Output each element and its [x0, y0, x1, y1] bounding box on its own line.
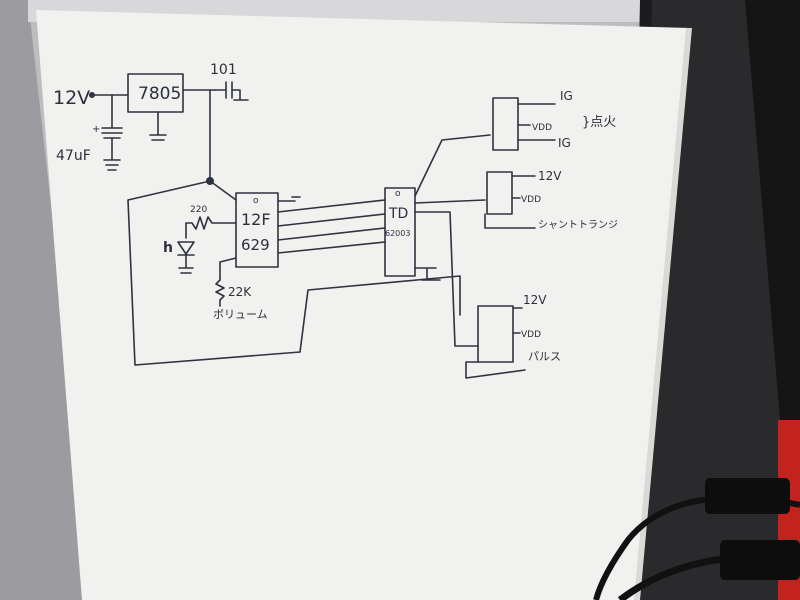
- regulator-label: 7805: [138, 84, 181, 104]
- bus-line-3: [277, 227, 386, 241]
- pulse-relay-output-wire: [465, 361, 526, 379]
- driver-label-line1: TD: [388, 206, 408, 222]
- pot-resistor-label: 22K: [228, 285, 252, 299]
- mcu-pin1-mark: o: [253, 196, 259, 206]
- pulse-relay-output-label: パルス: [528, 350, 561, 363]
- ig-vdd-label: VDD: [532, 123, 552, 133]
- driver-out-1: [414, 134, 491, 197]
- ig-label-bottom: IG: [558, 136, 571, 150]
- connector-lower: [720, 540, 800, 580]
- cap-label: 47uF: [56, 148, 91, 164]
- vdd-to-mcu: [209, 180, 237, 201]
- supply-label: 12V: [53, 87, 90, 109]
- pot-resistor: [215, 279, 225, 307]
- driver-label-line2: 62003: [385, 229, 410, 238]
- driver-out-2: [414, 199, 486, 204]
- paper-shadow-edge: [634, 28, 692, 600]
- led-resistor-label: 220: [190, 205, 207, 215]
- paper-sheet: [36, 10, 690, 600]
- led-resistor: [185, 216, 237, 239]
- mcu-ground: [277, 196, 301, 202]
- pot-label: ボリューム: [213, 308, 268, 321]
- pulse-relay-12v-label: 12V: [523, 293, 547, 307]
- led-symbol: [177, 241, 195, 274]
- bus-line-4: [277, 241, 386, 254]
- monitor-screen-edge: [745, 0, 800, 420]
- pulse-relay-vdd-label: VDD: [521, 330, 541, 340]
- bus-line-1: [277, 199, 386, 213]
- feedback-loop: [127, 180, 461, 366]
- shunt-relay: [486, 171, 513, 215]
- bypass-cap-label: 101: [210, 62, 237, 78]
- shunt-relay-output-label: シャントトランジ: [538, 219, 618, 231]
- regulator-ground: [149, 111, 167, 141]
- mcu-12f629: [235, 192, 279, 268]
- driver-pin1-mark: o: [395, 189, 401, 199]
- schematic: 12V + 47uF 7805 101 220 h o 12F 629: [53, 62, 618, 379]
- shunt-relay-vdd-label: VDD: [521, 195, 541, 205]
- mcu-label-line2: 629: [241, 236, 270, 254]
- connector-upper: [705, 478, 790, 514]
- ig-label-top: IG: [560, 89, 573, 103]
- bypass-capacitor: [214, 81, 249, 101]
- shunt-relay-12v-label: 12V: [538, 169, 562, 183]
- ig-group-label: }点火: [582, 115, 616, 130]
- cap-ground-wire: [103, 137, 121, 171]
- led-mark: h: [163, 240, 173, 256]
- mcu-label-line1: 12F: [241, 210, 271, 229]
- cap-polarity-mark: +: [92, 124, 100, 135]
- ig-relay: [492, 97, 519, 151]
- bus-line-2: [277, 213, 386, 227]
- driver-td62003: [384, 187, 416, 277]
- pulse-relay: [477, 305, 514, 363]
- driver-out-3: [414, 211, 479, 347]
- regulator-7805: [127, 73, 184, 113]
- shunt-relay-output-wire: [484, 213, 536, 229]
- driver-ground: [414, 267, 441, 281]
- pot-wire: [219, 257, 237, 281]
